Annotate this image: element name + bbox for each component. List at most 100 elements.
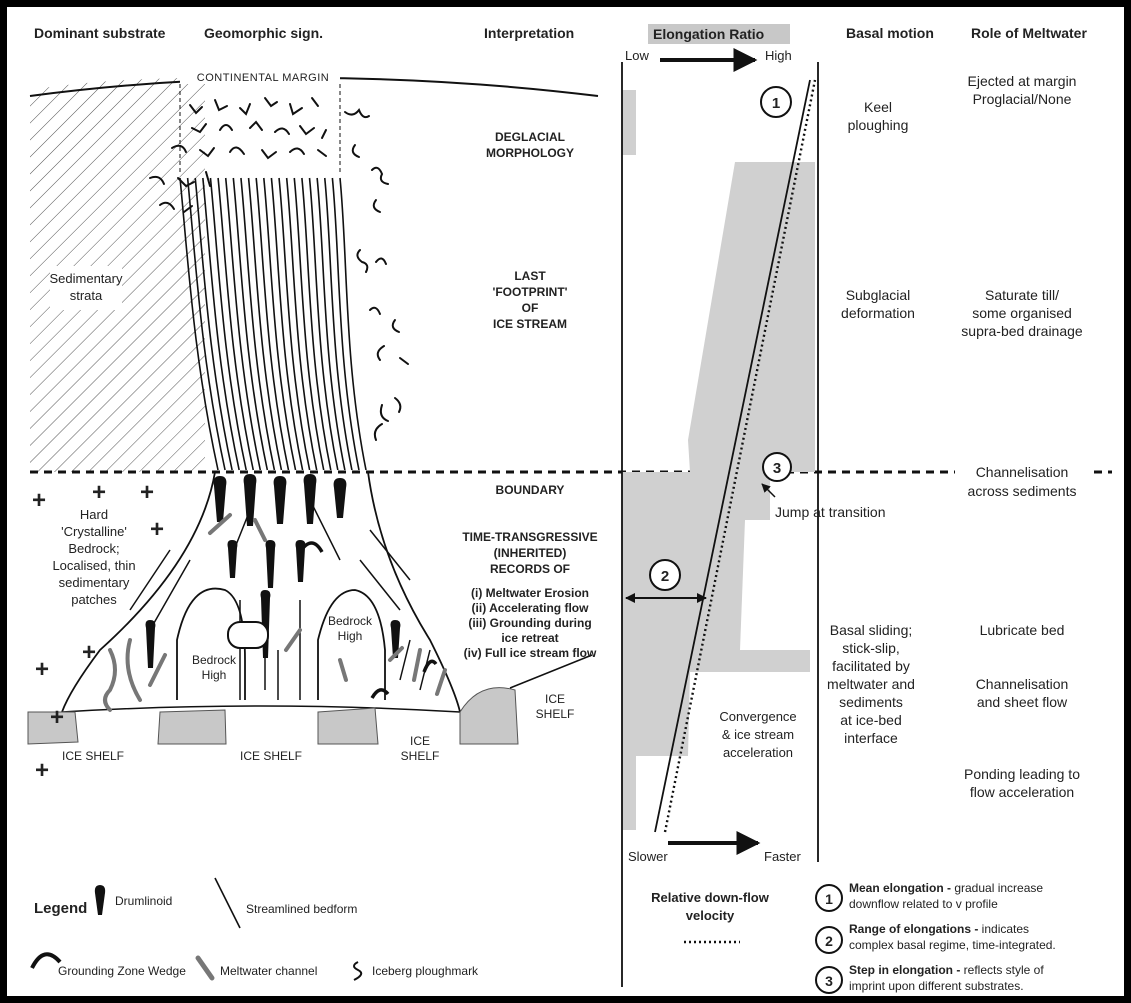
note-1-circle bbox=[815, 884, 843, 912]
legend-gzw-icon bbox=[30, 952, 62, 969]
basal-sliding-3: facilitated by bbox=[832, 658, 910, 674]
bedrock-label-2: 'Crystalline' bbox=[61, 524, 127, 539]
ice-shelf-label-2: ICE SHELF bbox=[240, 749, 302, 763]
axis-faster-label: Faster bbox=[764, 849, 802, 864]
legend-iceberg-icon bbox=[353, 961, 363, 981]
bedrock-label-5: sedimentary bbox=[59, 575, 130, 590]
streamlined-bedform bbox=[316, 177, 346, 471]
note-1-number: 1 bbox=[825, 891, 833, 907]
jump-pointer-arrow bbox=[761, 483, 776, 498]
svg-text:+: + bbox=[92, 479, 106, 506]
mw-ponding-2: flow acceleration bbox=[970, 784, 1074, 800]
velocity-legend-2: velocity bbox=[686, 908, 735, 923]
interp-tt-7: ice retreat bbox=[501, 631, 558, 645]
legend-meltwater: Meltwater channel bbox=[220, 964, 317, 978]
legend-iceberg: Iceberg ploughmark bbox=[372, 964, 479, 978]
mw-ejected-1: Ejected at margin bbox=[968, 73, 1077, 89]
streamlined-bedform bbox=[293, 177, 325, 471]
bedrock-label-3: Bedrock; bbox=[68, 541, 119, 556]
shelf-front-line bbox=[509, 654, 593, 689]
ice-shelf-blocks bbox=[27, 687, 519, 745]
channel-label-bg bbox=[955, 462, 1089, 482]
basal-sliding-7: interface bbox=[844, 730, 898, 746]
note-2-line2: complex basal regime, time-integrated. bbox=[849, 938, 1056, 952]
mw-sheet-1: Channelisation bbox=[976, 676, 1069, 692]
streamlined-bedform bbox=[247, 177, 283, 471]
mw-saturate-1: Saturate till/ bbox=[985, 287, 1059, 303]
convergence-1: Convergence bbox=[719, 709, 796, 724]
basal-subglacial-1: Subglacial bbox=[846, 287, 911, 303]
strata-label-1: Sedimentary bbox=[50, 271, 123, 286]
legend-meltwater-icon bbox=[195, 955, 215, 981]
ice-shelf-label-4a: ICE bbox=[545, 692, 565, 706]
mw-channel-1: Channelisation bbox=[976, 464, 1069, 480]
svg-text:+: + bbox=[35, 656, 49, 683]
gzw-feature bbox=[227, 621, 269, 649]
axis-high-label: High bbox=[765, 48, 792, 63]
note-2-circle bbox=[815, 926, 843, 954]
streamlined-bedform bbox=[339, 177, 367, 471]
mw-saturate-2: some organised bbox=[972, 305, 1072, 321]
grounding-zone-wedges bbox=[298, 541, 438, 699]
streamlined-bedform bbox=[323, 177, 353, 471]
bedrock-label-4: Localised, thin bbox=[52, 558, 135, 573]
legend-drumlinoid-icon bbox=[94, 885, 106, 915]
mw-ejected-2: Proglacial/None bbox=[973, 91, 1072, 107]
ice-shelf-label-1: ICE SHELF bbox=[62, 749, 124, 763]
legend-streamlined: Streamlined bedform bbox=[246, 902, 357, 916]
bedrock-high-2a: Bedrock bbox=[328, 614, 373, 628]
bedrock-high-2b: High bbox=[338, 629, 363, 643]
basal-sliding-4: meltwater and bbox=[827, 676, 915, 692]
axis-slower-label: Slower bbox=[628, 849, 668, 864]
meltwater-channels bbox=[103, 513, 447, 712]
svg-text:+: + bbox=[82, 639, 96, 666]
interp-tt-3: RECORDS OF bbox=[490, 562, 570, 576]
legend-drumlinoid: Drumlinoid bbox=[115, 894, 172, 908]
streamlined-bedform bbox=[331, 177, 360, 471]
meltwater-column: Ejected at margin Proglacial/None Satura… bbox=[955, 73, 1089, 800]
streamlined-bedform bbox=[255, 177, 290, 471]
header-basal-motion: Basal motion bbox=[846, 25, 934, 41]
streamlined-bedform bbox=[240, 177, 276, 471]
margin-label-bg bbox=[180, 70, 340, 84]
convergence-3: acceleration bbox=[723, 745, 793, 760]
mw-lubricate: Lubricate bed bbox=[980, 622, 1065, 638]
mean-elongation-line bbox=[654, 79, 811, 833]
header-geomorphic-sign: Geomorphic sign. bbox=[204, 25, 323, 41]
basal-motion-column: Keel ploughing Subglacial deformation Ba… bbox=[827, 99, 915, 746]
elongation-range-upper bbox=[688, 162, 815, 472]
streamlined-bedform bbox=[217, 177, 255, 471]
streamlined-bedform bbox=[270, 177, 304, 471]
basal-sliding-6: at ice-bed bbox=[840, 712, 901, 728]
basal-keel-2: ploughing bbox=[848, 117, 909, 133]
continental-margin-label: CONTINENTAL MARGIN bbox=[197, 72, 329, 84]
interp-deglacial-1: DEGLACIAL bbox=[495, 130, 565, 144]
note-1-line1: Mean elongation - gradual increase bbox=[849, 881, 1043, 895]
ice-shelf-label-3a: ICE bbox=[410, 734, 430, 748]
interp-tt-1: TIME-TRANSGRESSIVE bbox=[462, 530, 597, 544]
marker-2-circle bbox=[649, 559, 681, 591]
axis-low-label: Low bbox=[625, 48, 649, 63]
note-3-line1: Step in elongation - reflects style of bbox=[849, 963, 1044, 977]
marker-2-label: 2 bbox=[661, 568, 669, 585]
svg-text:+: + bbox=[50, 704, 64, 731]
iceberg-ploughmarks bbox=[149, 97, 409, 441]
strata-label-2: strata bbox=[70, 288, 103, 303]
streamlined-bedform bbox=[232, 177, 269, 471]
interp-tt-5: (ii) Accelerating flow bbox=[472, 601, 590, 615]
convergence-2: & ice stream bbox=[722, 727, 794, 742]
interp-last-4: ICE STREAM bbox=[493, 317, 567, 331]
svg-text:+: + bbox=[32, 487, 46, 514]
streamlined-bedform bbox=[308, 177, 339, 471]
interp-last-1: LAST bbox=[514, 269, 546, 283]
bedrock-high-1a: Bedrock bbox=[192, 653, 237, 667]
streamlined-bedform bbox=[301, 177, 332, 471]
interp-last-3: OF bbox=[522, 301, 539, 315]
velocity-legend-1: Relative down-flow bbox=[651, 890, 770, 905]
note-2-line1: Range of elongations - indicates bbox=[849, 922, 1029, 936]
note-3-circle bbox=[815, 966, 843, 994]
streamlined-bedform bbox=[224, 177, 262, 471]
bedrock-high-right-outline bbox=[317, 589, 386, 700]
note-3-number: 3 bbox=[825, 973, 833, 989]
streamlined-bedform bbox=[285, 177, 318, 471]
